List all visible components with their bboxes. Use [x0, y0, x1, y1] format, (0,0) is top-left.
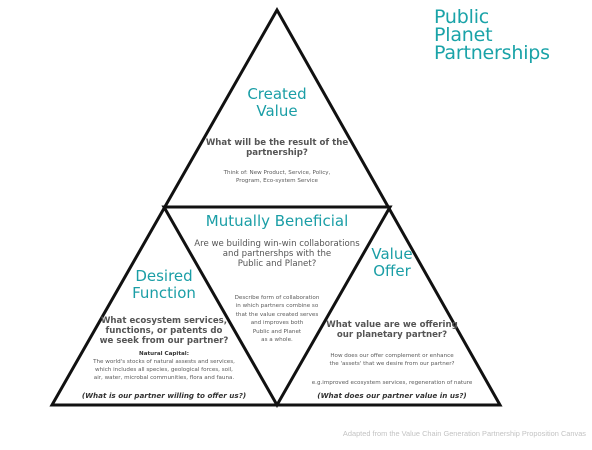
- value-offer-title-line2: Offer: [373, 262, 411, 280]
- desired-function-question-line1: What ecosystem services,: [100, 316, 228, 326]
- mutually-beneficial-question-line2: and partnershps with the: [222, 249, 332, 259]
- value-offer-question: What value are we offering our planetary…: [312, 320, 472, 340]
- created-value-title: Created Value: [217, 86, 337, 120]
- desired-function-question-line3: we seek from our partner?: [99, 336, 229, 346]
- created-value-title-line2: Value: [256, 102, 298, 120]
- mutually-beneficial-question-line1: Are we building win-win collaborations: [194, 239, 360, 249]
- desired-function-question: What ecosystem services, functions, or p…: [84, 316, 244, 346]
- desired-function-title-line2: Function: [132, 284, 196, 302]
- mutually-beneficial-desc-line6: as a whole.: [261, 337, 293, 344]
- value-offer-hint-line2: the 'assets' that we desire from our par…: [329, 361, 455, 367]
- brand-line-partnerships: Partnerships: [434, 42, 550, 64]
- value-offer-bottom-question: (What does our partner value in us?): [317, 391, 467, 400]
- inner-triangle: [161, 205, 393, 409]
- desired-function-bottom-question: (What is our partner willing to offer us…: [81, 391, 247, 400]
- mutually-beneficial-title: Mutually Beneficial: [205, 212, 349, 230]
- natural-capital-text: Natural Capital: The world's stocks of n…: [79, 350, 249, 382]
- mutually-beneficial-desc-line1: Describe form of collaboration: [234, 295, 320, 301]
- desired-function-question-line2: functions, or patents do: [105, 326, 223, 336]
- created-value-question-line1: What will be the result of the: [205, 138, 349, 148]
- brand-line-public: Public: [434, 6, 490, 28]
- natural-capital-line2: which includes all species, geological f…: [95, 367, 233, 373]
- value-offer-question-line1: What value are we offering: [326, 320, 458, 330]
- mutually-beneficial-desc-line3: that the value created serves: [235, 311, 319, 318]
- mutually-beneficial-desc-line4: and improves both: [250, 320, 304, 327]
- value-offer-hint: How does our offer complement or enhance…: [307, 352, 477, 368]
- value-offer-question-line2: our planetary partner?: [336, 330, 448, 340]
- mutually-beneficial-desc-line5: Public and Planet: [252, 328, 302, 335]
- created-value-question-line2: partnership?: [246, 148, 308, 158]
- natural-capital-line1: The world's stocks of natural assests an…: [93, 359, 235, 365]
- created-value-hint-line2: Program, Eco-system Service: [236, 178, 318, 184]
- brand-line-planet: Planet: [434, 24, 493, 46]
- natural-capital-line3: air, water, microbal communities, flora …: [93, 375, 235, 381]
- mutually-beneficial-question-line3: Public and Planet?: [237, 259, 317, 269]
- attribution-footer: Adapted from the Value Chain Generation …: [342, 429, 586, 438]
- value-offer-title-line1: Value: [371, 245, 413, 263]
- created-value-title-line1: Created: [247, 85, 307, 103]
- mutually-beneficial-desc-line2: in which partners combine so: [235, 303, 319, 310]
- mutually-beneficial-description: Describe form of collaboration in which …: [212, 294, 342, 344]
- mutually-beneficial-question: Are we building win-win collaborations a…: [187, 239, 367, 269]
- created-value-hint-line1: Think of: New Product, Service, Policy,: [223, 170, 331, 176]
- brand-logo: Public Planet Partnerships: [434, 6, 550, 64]
- value-offer-title: Value Offer: [332, 246, 452, 280]
- created-value-hint: Think of: New Product, Service, Policy, …: [197, 169, 357, 185]
- value-offer-hint-line1: How does our offer complement or enhance: [330, 353, 454, 359]
- natural-capital-label: Natural Capital:: [139, 351, 189, 357]
- desired-function-title-line1: Desired: [135, 267, 193, 285]
- value-offer-example: e.g.improved ecosystem services, regener…: [311, 380, 473, 386]
- created-value-question: What will be the result of the partnersh…: [187, 138, 367, 158]
- desired-function-title: Desired Function: [104, 268, 224, 302]
